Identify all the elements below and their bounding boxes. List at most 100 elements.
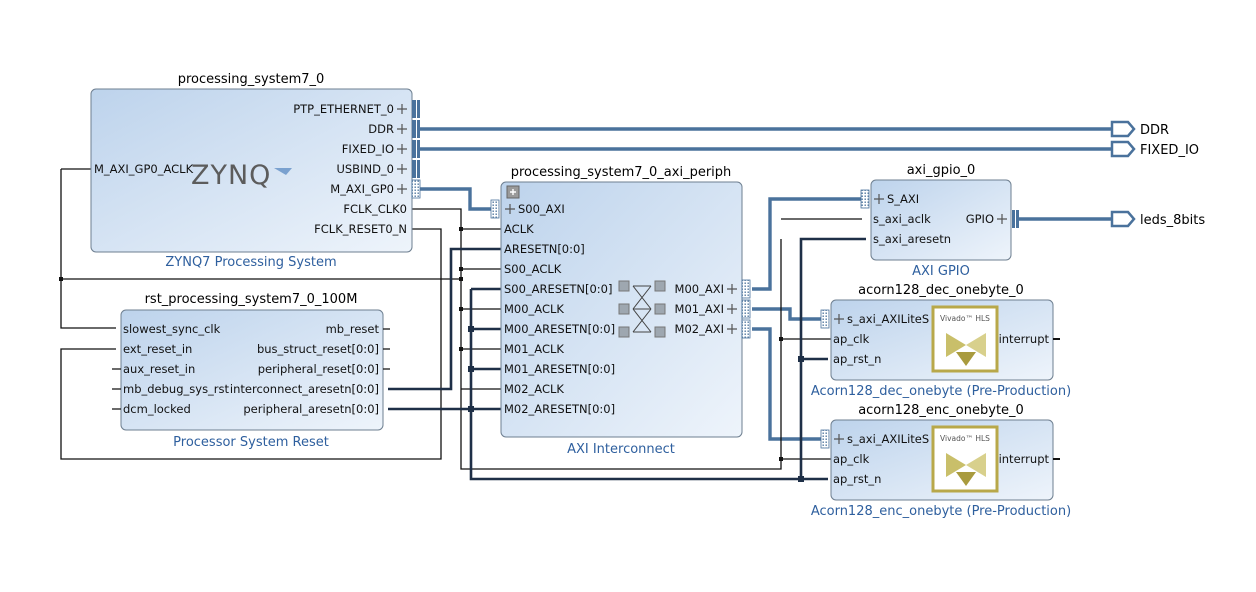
port-s-axi-axilites[interactable]: s_axi_AXILiteS [847, 312, 929, 326]
expand-plus-icon[interactable] [834, 314, 844, 324]
port-s-axi-axilites[interactable]: s_axi_AXILiteS [847, 432, 929, 446]
external-port-ddr[interactable]: DDR [1110, 120, 1169, 138]
external-port-arrow-icon [1110, 210, 1136, 228]
dec-saxi-connector [820, 309, 830, 329]
interconnect-aresetn-net[interactable] [388, 247, 501, 391]
zynq-logo-text: ZYNQ [191, 160, 271, 191]
rst-subtitle: Processor System Reset [173, 435, 329, 450]
port-m-axi-gp0[interactable]: M_AXI_GP0 [330, 182, 394, 196]
ps7-title: processing_system7_0 [178, 72, 325, 87]
vivado-hls-logo-text: Vivado™ HLS [940, 314, 990, 323]
port-m01-aclk[interactable]: M01_ACLK [504, 342, 564, 356]
port-fclk-reset0-n[interactable]: FCLK_RESET0_N [314, 222, 407, 236]
port-dcm-locked[interactable]: dcm_locked [123, 402, 191, 416]
port-ap-clk[interactable]: ap_clk [833, 332, 870, 346]
external-port-leds-8bits[interactable]: leds_8bits [1110, 210, 1205, 228]
port-interrupt[interactable]: interrupt [999, 332, 1050, 346]
port-peripheral-aresetn[interactable]: peripheral_aresetn[0:0] [243, 402, 379, 416]
external-port-leds-8bits-label: leds_8bits [1140, 213, 1205, 228]
port-aresetn[interactable]: ARESETN[0:0] [504, 242, 585, 256]
enc-subtitle: Acorn128_enc_onebyte (Pre-Production) [811, 504, 1071, 519]
expand-plus-icon[interactable] [397, 104, 407, 194]
port-interconnect-aresetn[interactable]: interconnect_aresetn[0:0] [230, 382, 379, 396]
proc-sys-reset-block[interactable]: rst_processing_system7_0_100M Processor … [112, 292, 390, 450]
expand-plus-icon[interactable] [874, 194, 884, 204]
external-port-fixed-io[interactable]: FIXED_IO [1110, 140, 1199, 158]
port-m02-aclk[interactable]: M02_ACLK [504, 382, 564, 396]
port-ddr[interactable]: DDR [368, 122, 394, 136]
port-ext-reset-in[interactable]: ext_reset_in [123, 342, 192, 356]
port-ap-rst-n[interactable]: ap_rst_n [833, 472, 881, 486]
port-m01-aresetn[interactable]: M01_ARESETN[0:0] [504, 362, 615, 376]
port-aux-reset-in[interactable]: aux_reset_in [123, 362, 195, 376]
port-s00-aclk[interactable]: S00_ACLK [504, 262, 562, 276]
port-s00-aresetn[interactable]: S00_ARESETN[0:0] [504, 282, 612, 296]
rst-title: rst_processing_system7_0_100M [145, 292, 358, 307]
collapse-plus-icon[interactable] [506, 185, 520, 199]
port-usbind-0[interactable]: USBIND_0 [336, 162, 394, 176]
rst-port-stubs [112, 328, 390, 410]
port-bus-struct-reset[interactable]: bus_struct_reset[0:0] [257, 342, 379, 356]
fclk-reset0-n-net[interactable] [60, 228, 442, 460]
external-port-arrow-icon [1110, 140, 1136, 158]
port-mb-reset[interactable]: mb_reset [326, 322, 380, 336]
dec-title: acorn128_dec_onebyte_0 [858, 283, 1024, 298]
gpio-subtitle: AXI GPIO [912, 264, 970, 279]
rst-body[interactable] [120, 309, 384, 431]
processing-system7-block[interactable]: processing_system7_0 ZYNQ7 Processing Sy… [90, 72, 421, 270]
port-m00-axi[interactable]: M00_AXI [675, 282, 724, 296]
vivado-hls-logo: Vivado™ HLS [931, 425, 999, 493]
port-s00-axi[interactable]: S00_AXI [518, 202, 565, 216]
port-aclk[interactable]: ACLK [504, 222, 534, 236]
external-port-ddr-label: DDR [1140, 123, 1169, 138]
port-peripheral-reset[interactable]: peripheral_reset[0:0] [258, 362, 379, 376]
vivado-hls-logo-text: Vivado™ HLS [940, 434, 990, 443]
external-port-arrow-icon [1110, 120, 1136, 138]
periph-master-connectors [741, 279, 751, 339]
gpio-body[interactable] [870, 179, 1012, 261]
port-ap-rst-n[interactable]: ap_rst_n [833, 352, 881, 366]
port-m02-aresetn[interactable]: M02_ARESETN[0:0] [504, 402, 615, 416]
port-m01-axi[interactable]: M01_AXI [675, 302, 724, 316]
axi-gpio-block[interactable]: axi_gpio_0 AXI GPIO S_AXI s_axi_aclk s_a… [860, 163, 1019, 279]
port-m00-aresetn[interactable]: M00_ARESETN[0:0] [504, 322, 615, 336]
gpio-saxi-connector [860, 189, 870, 209]
port-mb-debug-sys-rst[interactable]: mb_debug_sys_rst [123, 382, 230, 396]
axi-interconnect-block[interactable]: processing_system7_0_axi_periph AXI Inte… [490, 165, 751, 457]
port-gpio[interactable]: GPIO [966, 212, 994, 226]
m01-axi-bus-wire[interactable] [752, 307, 822, 321]
periph-s00-connector [490, 199, 515, 219]
expand-plus-icon[interactable] [834, 434, 844, 444]
periph-subtitle: AXI Interconnect [567, 442, 675, 457]
enc-saxi-connector [820, 429, 830, 449]
fclk-clk0-net[interactable] [60, 168, 862, 470]
port-fclk-clk0[interactable]: FCLK_CLK0 [343, 202, 407, 216]
gpio-bus-connector [1012, 210, 1019, 228]
port-m00-aclk[interactable]: M00_ACLK [504, 302, 564, 316]
port-slowest-sync-clk[interactable]: slowest_sync_clk [123, 322, 221, 336]
port-m02-axi[interactable]: M02_AXI [675, 322, 724, 336]
expand-plus-icon[interactable] [997, 214, 1007, 224]
ps7-bus-connectors [411, 100, 421, 199]
port-s-axi-aclk[interactable]: s_axi_aclk [873, 212, 931, 226]
port-fixed-io[interactable]: FIXED_IO [342, 142, 394, 156]
m00-axi-bus-wire[interactable] [752, 197, 862, 291]
acorn-dec-block[interactable]: acorn128_dec_onebyte_0 Acorn128_dec_oneb… [811, 283, 1071, 399]
port-s-axi-aresetn[interactable]: s_axi_aresetn [873, 232, 951, 246]
port-interrupt[interactable]: interrupt [999, 452, 1050, 466]
port-s-axi[interactable]: S_AXI [887, 192, 919, 206]
external-port-fixed-io-label: FIXED_IO [1140, 143, 1199, 158]
ps7-subtitle: ZYNQ7 Processing System [165, 255, 336, 270]
m02-axi-bus-wire[interactable] [752, 327, 822, 441]
port-ptp-ethernet-0[interactable]: PTP_ETHERNET_0 [293, 102, 394, 116]
crossbar-icon [618, 280, 666, 338]
expand-plus-icon[interactable] [727, 284, 737, 334]
enc-title: acorn128_enc_onebyte_0 [858, 403, 1024, 418]
vivado-hls-logo: Vivado™ HLS [931, 305, 999, 373]
port-ap-clk[interactable]: ap_clk [833, 452, 870, 466]
acorn-enc-block[interactable]: acorn128_enc_onebyte_0 Acorn128_enc_oneb… [811, 403, 1071, 519]
m-axi-gp0-bus-wire[interactable] [420, 187, 492, 211]
zynq-logo: ZYNQ [191, 160, 292, 191]
port-m-axi-gp0-aclk[interactable]: M_AXI_GP0_ACLK [94, 162, 194, 176]
